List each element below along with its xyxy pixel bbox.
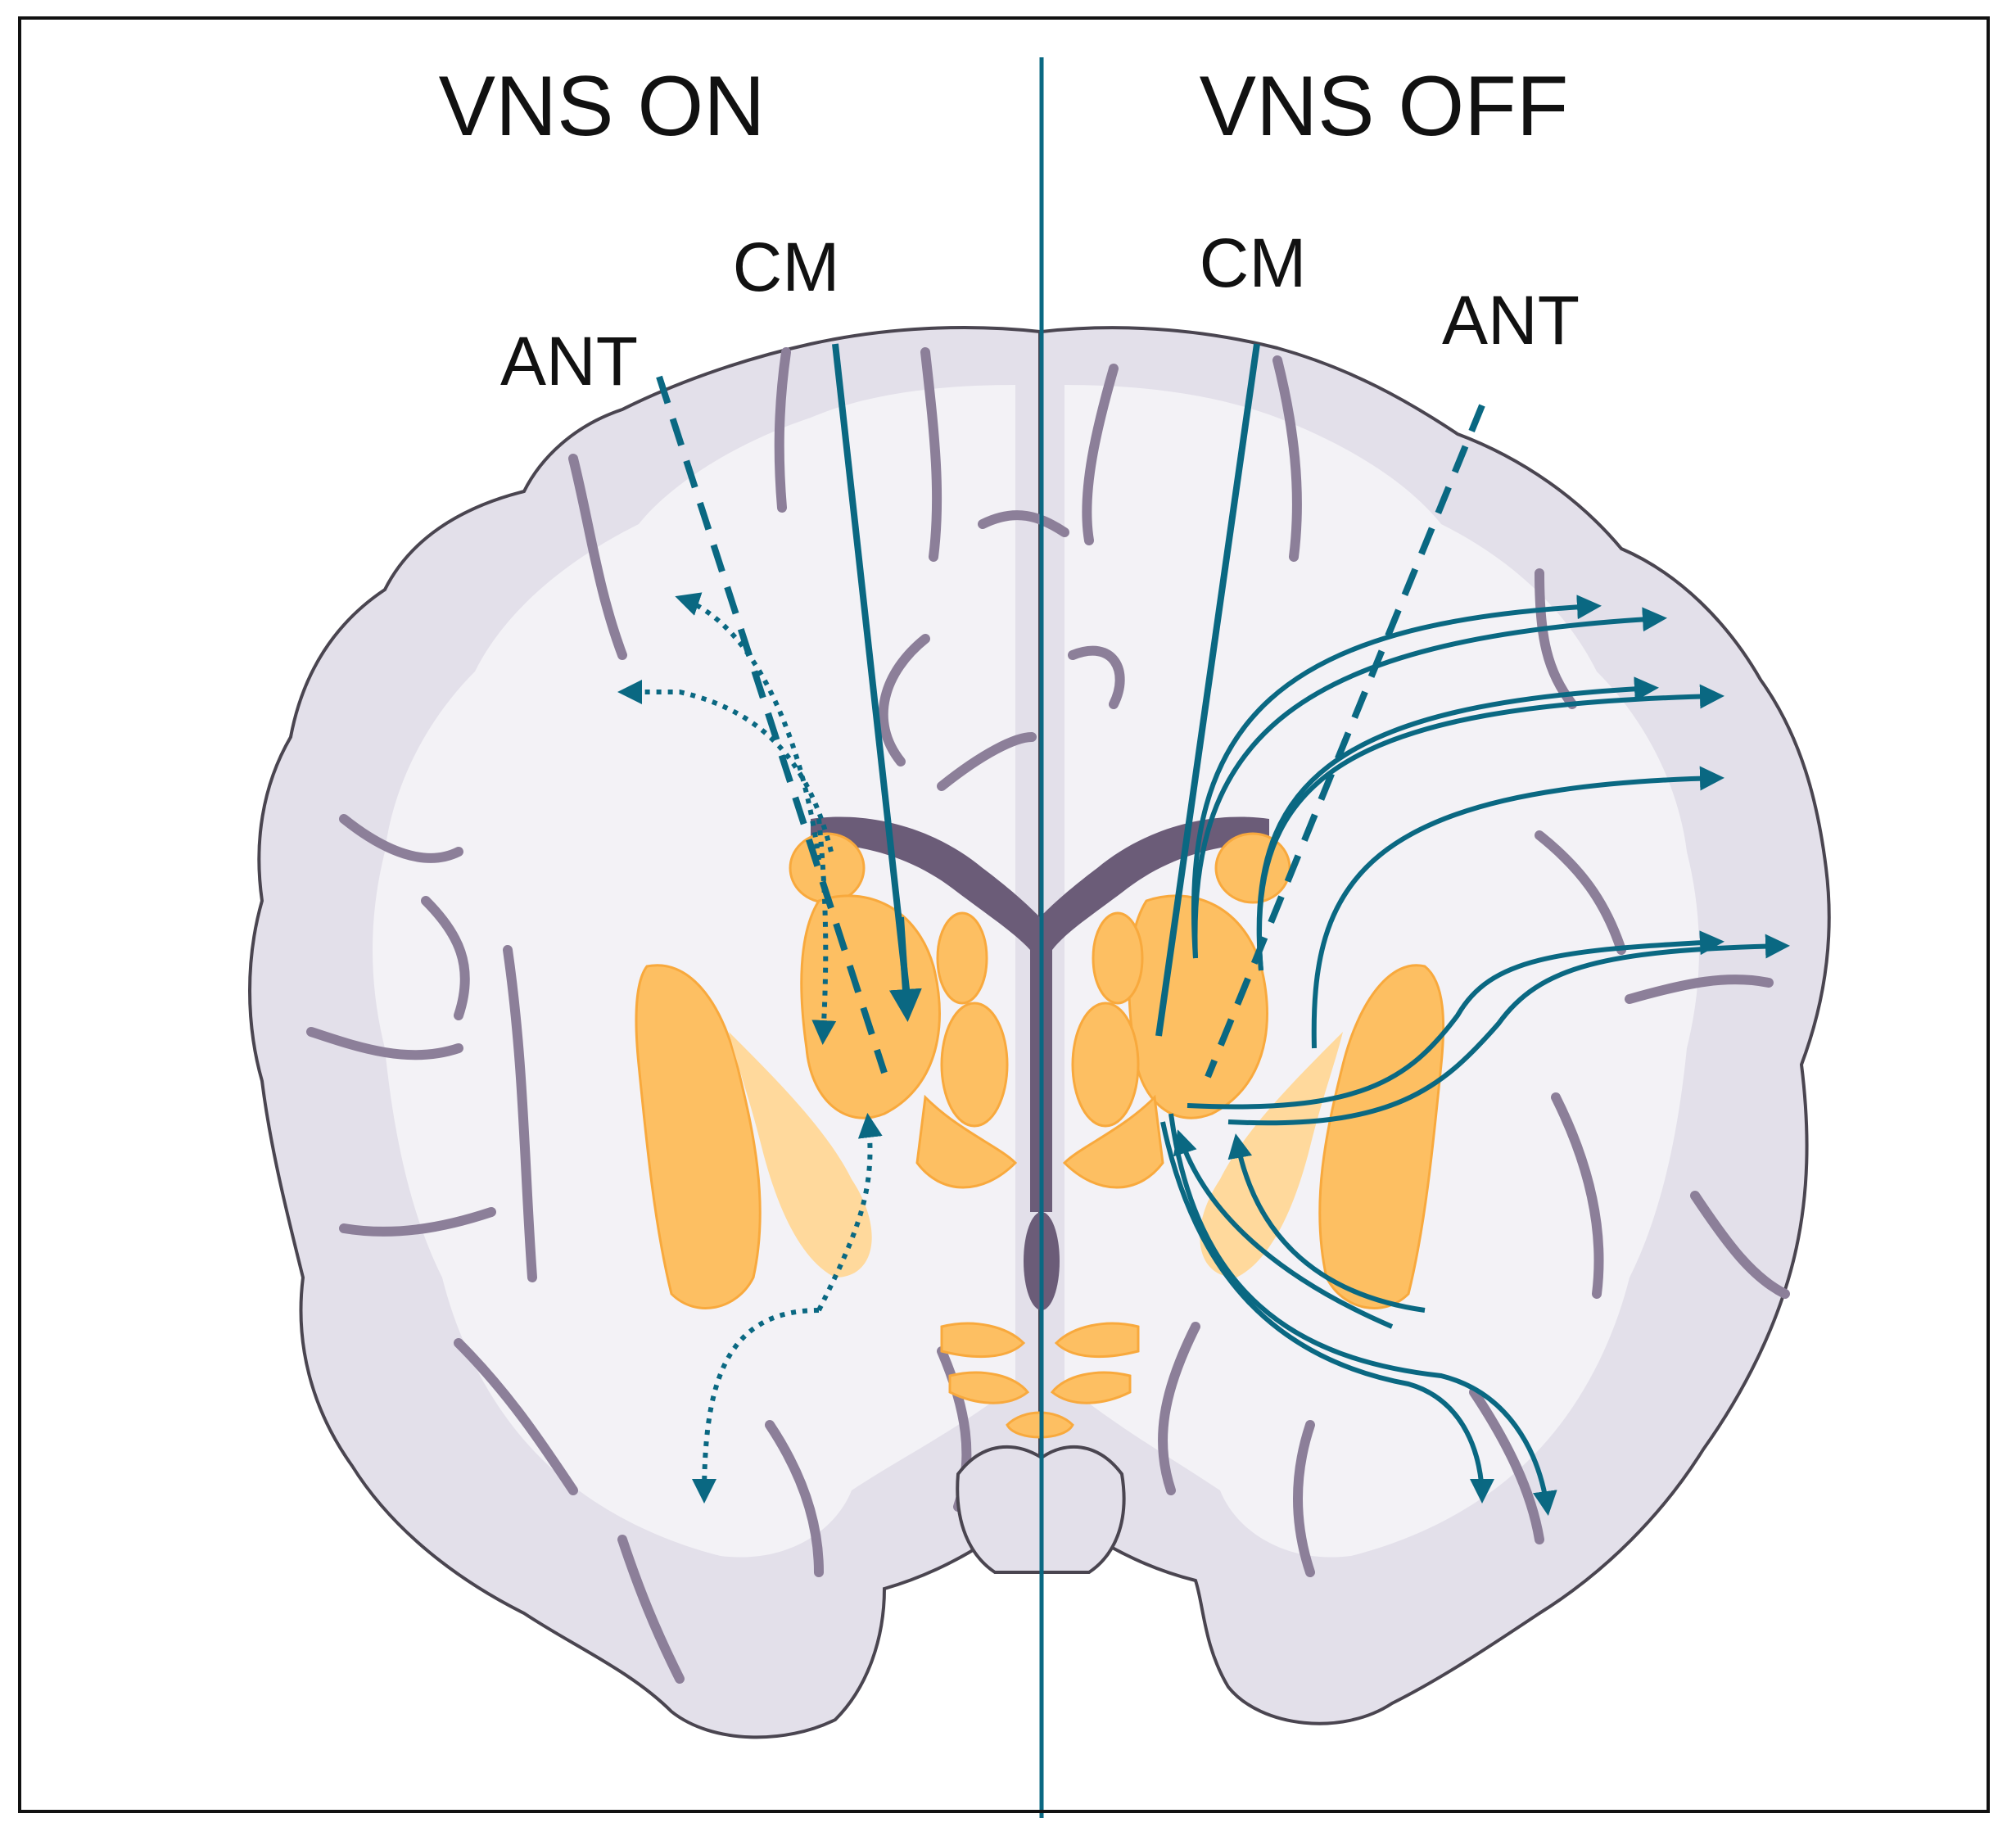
left-cm-label: CM <box>733 228 840 305</box>
brain-coronal-section <box>248 326 1831 1739</box>
left-connections-dotted <box>617 592 883 1504</box>
right-panel-title: VNS OFF <box>1200 59 1569 154</box>
right-deep-nuclei <box>1050 832 1445 1404</box>
right-ant-label: ANT <box>1442 282 1580 359</box>
right-cm-label: CM <box>1200 224 1307 301</box>
figure-border <box>18 16 1990 1813</box>
left-ant-label: ANT <box>500 323 638 400</box>
right-cm-electrode <box>1155 343 1260 1037</box>
left-deep-nuclei <box>635 832 1030 1404</box>
left-cm-electrode <box>832 343 912 1012</box>
right-connections-solid <box>1160 595 1790 1516</box>
right-ant-electrode <box>1205 404 1485 1079</box>
left-cm-tip <box>888 916 922 1022</box>
left-sulci <box>306 347 1037 1684</box>
right-sulci <box>978 355 1790 1577</box>
left-ant-electrode <box>656 375 888 1074</box>
left-panel-title: VNS ON <box>439 59 766 154</box>
